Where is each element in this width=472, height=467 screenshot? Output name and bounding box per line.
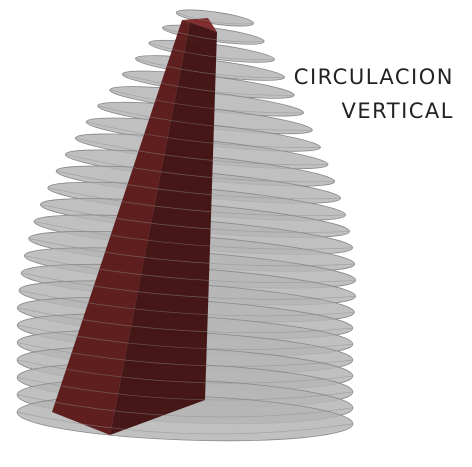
diagram-caption-line-1: CIRCULACION xyxy=(294,67,454,88)
diagram-caption-line-2: VERTICAL xyxy=(342,101,454,122)
